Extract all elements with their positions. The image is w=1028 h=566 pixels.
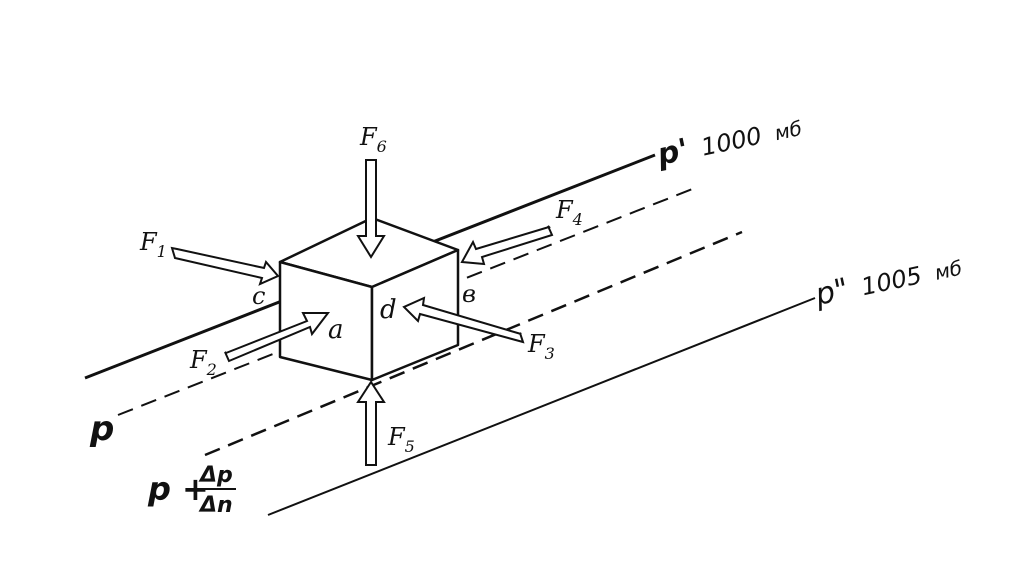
isobar-p-label: p [89,409,114,449]
f2-label: F2 [189,346,217,379]
face-label-a: a [328,315,344,345]
force-arrow-f1 [170,246,280,286]
f1-label: F1 [139,228,167,261]
isobar-lower-line [267,297,816,516]
f3-label: F3 [527,330,555,363]
gradient-label-denominator: Δn [198,493,233,518]
isobar-upper-label: p' 1000 мб [653,108,804,173]
force-arrow-f3 [402,296,525,344]
force-labels: F6 F1 F4 F2 F3 F5 [139,123,583,456]
face-label-c: c [252,282,265,310]
gradient-label: p + Δp Δn [147,463,236,518]
isobar-gradient-dashed [204,230,743,457]
isobar-labels: p' 1000 мб p" 1005 мб p p + Δp Δn [89,108,964,518]
face-label-b: в [462,280,476,308]
isobar-lower-label: p" 1005 мб [811,248,964,313]
f4-label: F4 [555,196,583,229]
air-parcel-cube [278,216,460,382]
force-arrow-f6 [356,159,386,259]
face-label-d: d [380,295,397,325]
f5-label: F5 [387,423,415,456]
face-labels: a d в c [252,280,476,345]
force-arrow-f5 [356,380,386,466]
gradient-label-numerator: Δp [198,463,233,488]
f6-label: F6 [359,123,387,156]
force-arrows [170,159,554,466]
force-arrow-f2 [224,312,331,363]
force-arrow-f4 [460,225,554,266]
